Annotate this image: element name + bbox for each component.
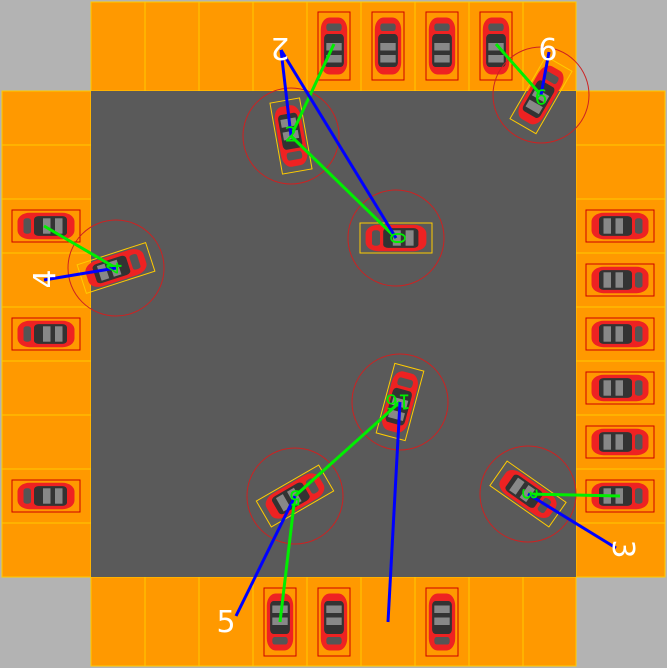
parked-car — [11, 209, 81, 243]
car-id-3: 3 — [518, 488, 542, 501]
driving-area — [91, 91, 576, 577]
moving-car-9 — [492, 46, 590, 144]
slot-label-4: 4 — [28, 269, 63, 289]
slot-label-5: 5 — [216, 605, 236, 640]
parked-car — [317, 11, 351, 81]
car-id-0: 0 — [386, 232, 410, 245]
parked-car — [11, 317, 81, 351]
green-paths — [43, 43, 621, 623]
parked-car — [263, 587, 297, 657]
moving-car-4 — [67, 219, 165, 317]
car-id-2: 2 — [285, 123, 298, 147]
blue-paths — [43, 49, 617, 623]
slot-label-9: 9 — [538, 30, 558, 65]
parked-car — [585, 209, 655, 243]
parked-car — [479, 11, 513, 81]
moving-car-16 — [351, 353, 449, 451]
slot-label-2: 2 — [270, 30, 290, 65]
moving-car-0 — [347, 189, 445, 287]
parked-car — [585, 425, 655, 459]
car-id-16: 16 — [385, 390, 410, 414]
parked-car — [11, 479, 81, 513]
car-id-4: 4 — [103, 262, 127, 275]
parked-car — [371, 11, 405, 81]
parked-car — [425, 11, 459, 81]
parked-car — [317, 587, 351, 657]
parked-car — [585, 263, 655, 297]
car-id-9: 9 — [535, 85, 548, 109]
car-id-5: 5 — [289, 486, 302, 510]
parked-car — [585, 317, 655, 351]
moving-car-5 — [246, 447, 344, 545]
parked-car — [425, 587, 459, 657]
slot-label-3: 3 — [605, 539, 640, 559]
parked-car — [585, 371, 655, 405]
moving-car-2 — [242, 87, 340, 185]
